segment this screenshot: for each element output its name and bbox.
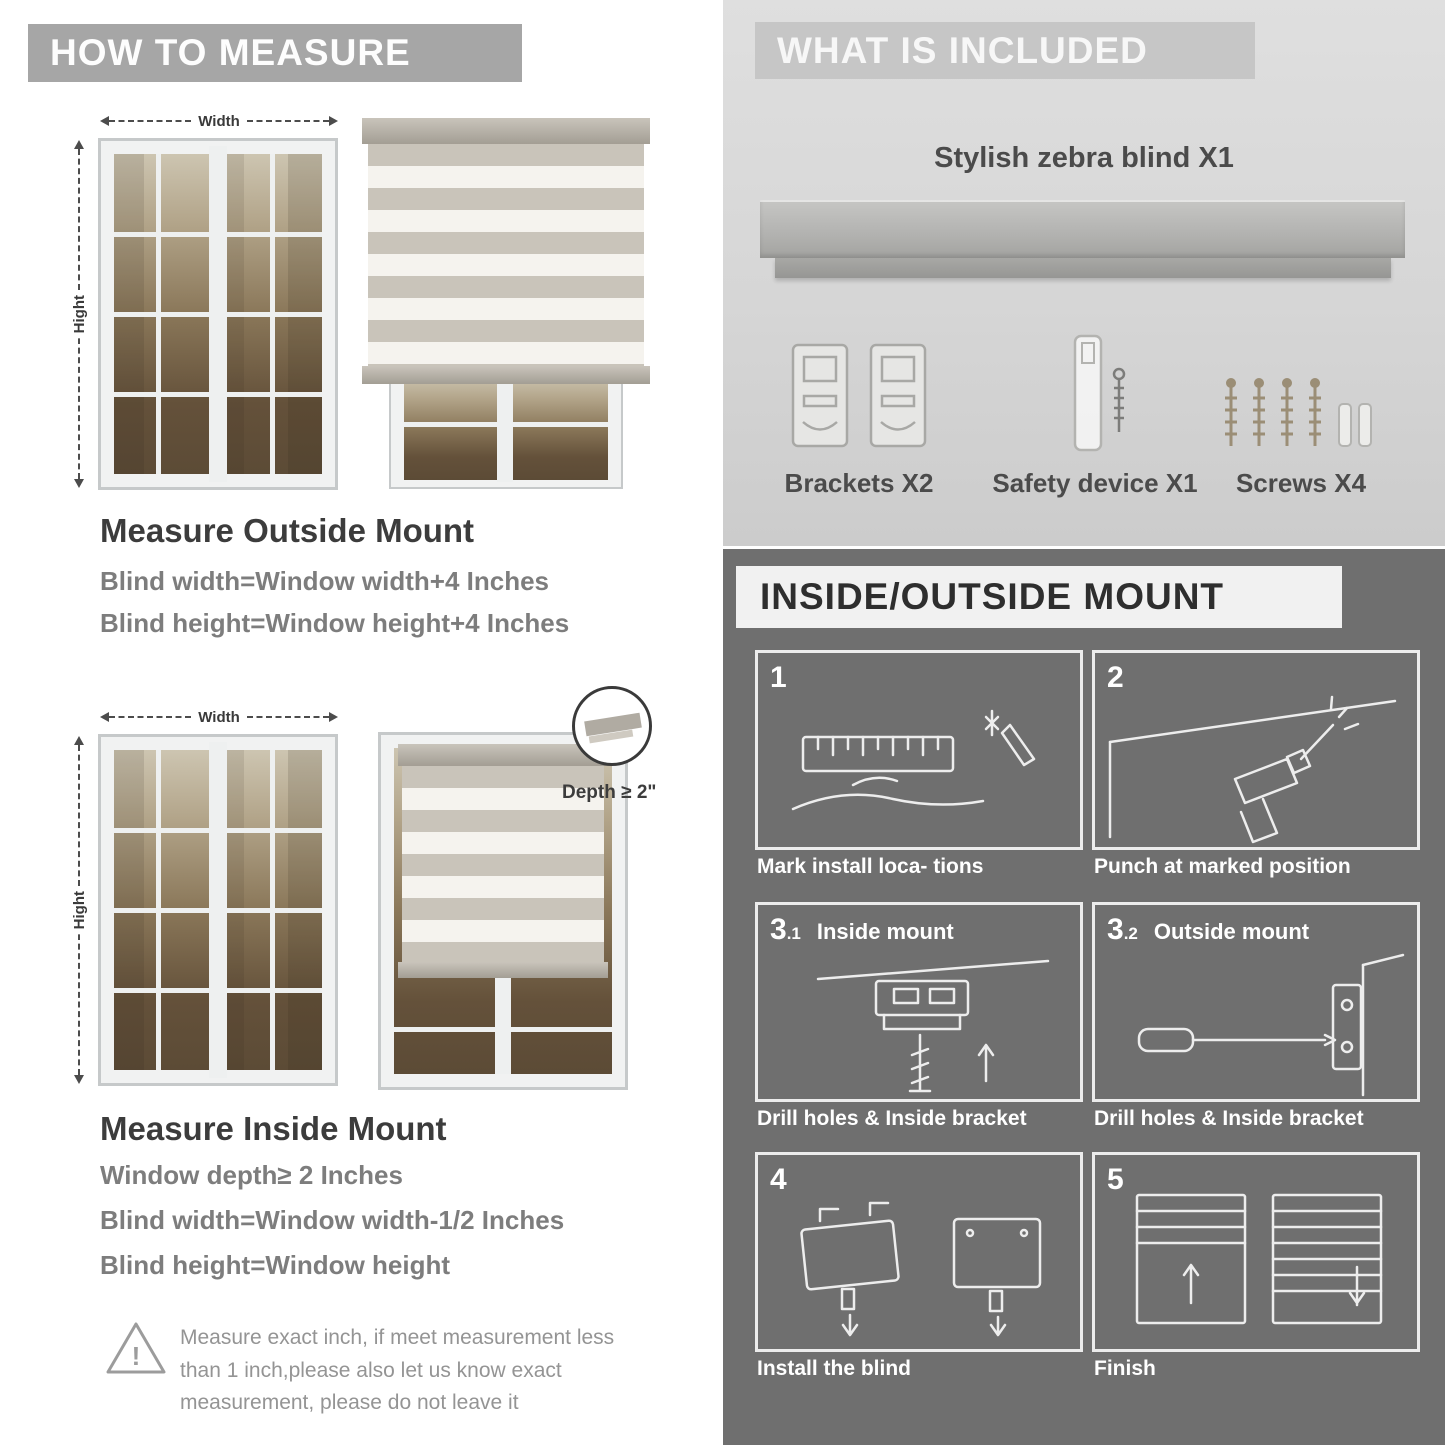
step-number: 2 xyxy=(1107,661,1124,694)
arrow-up-icon xyxy=(74,140,84,149)
inside-mount-formula-depth: Window depth≥ 2 Inches xyxy=(100,1160,403,1190)
brackets-label: Brackets X2 xyxy=(784,468,934,498)
window-illustration-outside xyxy=(98,138,338,490)
step-number: 1 xyxy=(770,661,787,694)
arrow-left-icon xyxy=(100,116,109,126)
warning-text: Measure exact inch, if meet measurement … xyxy=(180,1326,615,1415)
outside-mount-formula-height: Blind height=Window height+4 Inches xyxy=(100,608,570,638)
blind-headrail-lip xyxy=(775,258,1391,278)
step-number: 3.1 Inside mount xyxy=(770,913,954,946)
screws-label: Screws X4 xyxy=(1235,468,1367,498)
blind-headrail-illustration xyxy=(760,200,1405,258)
inside-bracket-illustration xyxy=(816,959,1050,1093)
mark-location-illustration xyxy=(791,709,1036,811)
height-arrow-outside: Hight xyxy=(70,140,88,489)
finish-illustration xyxy=(1135,1193,1383,1325)
arrow-left-icon xyxy=(100,712,109,722)
drill-illustration xyxy=(1108,695,1397,844)
bracket-icon xyxy=(791,343,849,448)
step-caption-5: Finish xyxy=(1094,1357,1156,1380)
step-caption-3-1: Drill holes & Inside bracket xyxy=(757,1107,1027,1130)
inside-mount-formula-width: Blind width=Window width-1/2 Inches xyxy=(100,1205,565,1235)
inside-mount-formula-height: Blind height=Window height xyxy=(100,1250,450,1280)
mount-instructions-section: INSIDE/OUTSIDE MOUNT 1 Mark install loca… xyxy=(723,549,1445,1445)
width-label: Width xyxy=(191,112,247,130)
step-panel-5: 5 xyxy=(1092,1152,1420,1352)
blind-item-label: Stylish zebra blind X1 xyxy=(934,142,1234,174)
depth-requirement-label: Depth ≥ 2" xyxy=(562,782,657,803)
width-label: Width xyxy=(191,708,247,726)
arrow-right-icon xyxy=(329,712,339,722)
step-panel-3-1: 3.1 Inside mount xyxy=(755,902,1083,1102)
install-blind-illustration xyxy=(800,1201,1042,1337)
step-caption-4: Install the blind xyxy=(757,1357,912,1380)
arrow-down-icon xyxy=(74,1075,84,1085)
width-arrow-outside: Width xyxy=(100,112,339,130)
mount-header: INSIDE/OUTSIDE MOUNT xyxy=(736,566,1342,628)
step-caption-1: Mark install loca- tions xyxy=(757,855,984,878)
step-panel-1: 1 xyxy=(755,650,1083,850)
height-label: Hight xyxy=(70,289,88,339)
screws-icon xyxy=(1225,378,1372,447)
step-number: 4 xyxy=(770,1163,787,1196)
warning-triangle-icon: ! xyxy=(106,1322,166,1374)
arrow-right-icon xyxy=(329,116,339,126)
outside-bracket-illustration xyxy=(1137,953,1405,1097)
inside-mount-title: Measure Inside Mount xyxy=(100,1110,447,1147)
zebra-blind-illustration-inside xyxy=(378,732,628,1090)
width-arrow-inside: Width xyxy=(100,708,339,726)
height-label: Hight xyxy=(70,885,88,935)
step-caption-3-2: Drill holes & Inside bracket xyxy=(1094,1107,1364,1130)
zebra-blind-illustration-outside xyxy=(362,118,650,489)
how-to-measure-section: HOW TO MEASURE Width Hight xyxy=(0,0,720,1445)
how-to-measure-header: HOW TO MEASURE xyxy=(28,24,522,82)
step-number: 5 xyxy=(1107,1163,1124,1196)
arrow-up-icon xyxy=(74,736,84,745)
window-illustration-inside xyxy=(98,734,338,1086)
depth-detail-circle xyxy=(572,686,652,766)
step-caption-2: Punch at marked position xyxy=(1094,855,1351,878)
arrow-down-icon xyxy=(74,479,84,489)
what-is-included-section: WHAT IS INCLUDED Stylish zebra blind X1 … xyxy=(723,0,1445,546)
bracket-icon xyxy=(869,343,927,448)
step-panel-2: 2 xyxy=(1092,650,1420,850)
svg-text:!: ! xyxy=(132,1341,141,1371)
safety-device-label: Safety device X1 xyxy=(992,468,1198,498)
height-arrow-inside: Hight xyxy=(70,736,88,1085)
outside-mount-title: Measure Outside Mount xyxy=(100,512,475,549)
outside-mount-formula-width: Blind width=Window width+4 Inches xyxy=(100,566,549,596)
step-number: 3.2 Outside mount xyxy=(1107,913,1310,946)
step-panel-3-2: 3.2 Outside mount xyxy=(1092,902,1420,1102)
safety-device-icon xyxy=(1073,334,1126,452)
what-is-included-header: WHAT IS INCLUDED xyxy=(755,22,1255,79)
step-panel-4: 4 xyxy=(755,1152,1083,1352)
